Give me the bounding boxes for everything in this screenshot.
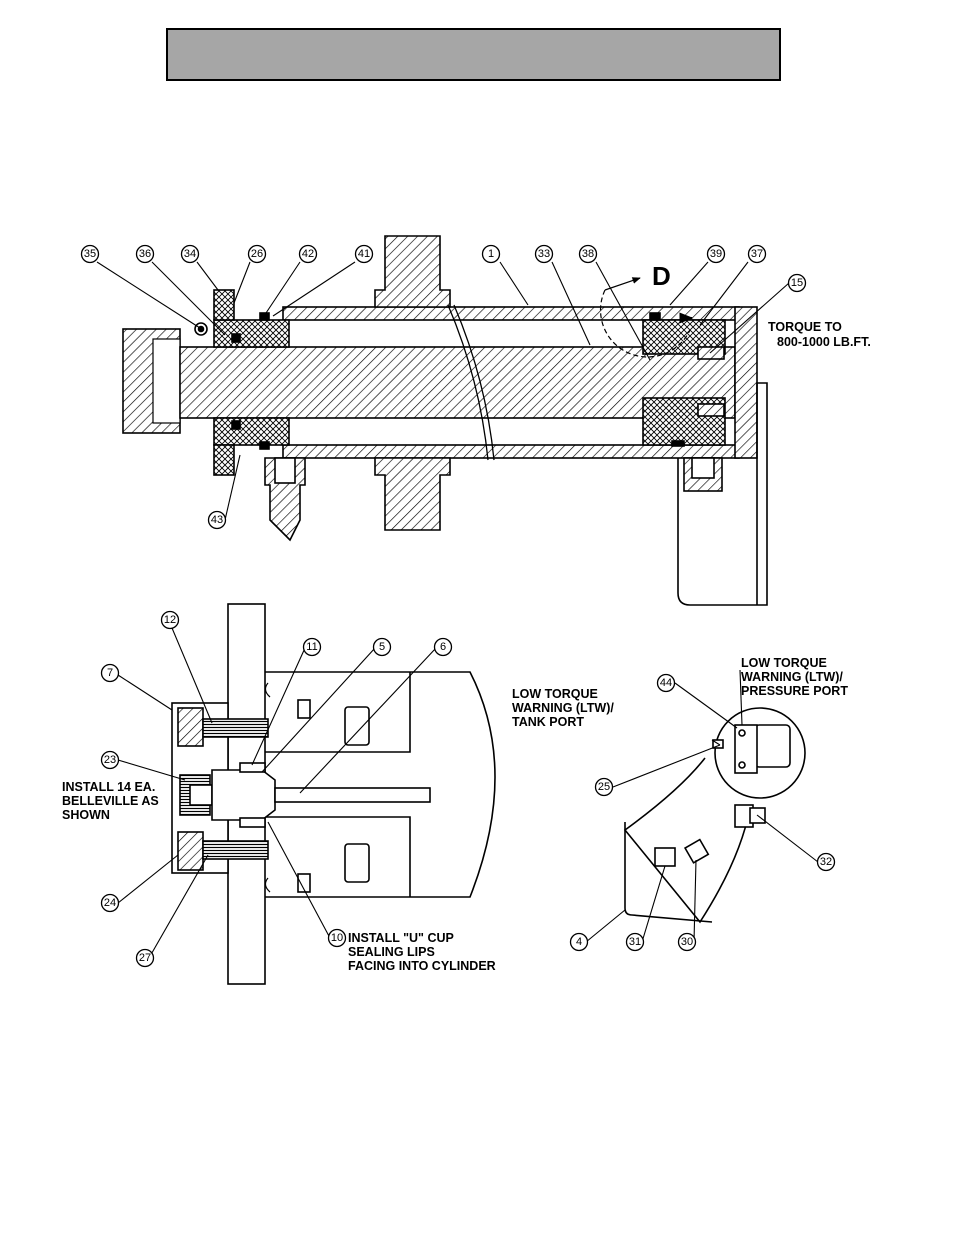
svg-text:11: 11 xyxy=(306,641,317,653)
detail-marker-d: D xyxy=(652,261,671,291)
svg-text:36: 36 xyxy=(139,248,151,260)
svg-text:41: 41 xyxy=(358,248,370,260)
note-ltw-tank-port: LOW TORQUE WARNING (LTW)/ TANK PORT xyxy=(512,687,614,729)
callout-4: 4 xyxy=(569,932,589,952)
svg-text:31: 31 xyxy=(629,936,641,948)
svg-text:43: 43 xyxy=(211,514,223,526)
svg-text:35: 35 xyxy=(84,248,96,260)
svg-text:LOW TORQUE: LOW TORQUE xyxy=(741,656,827,670)
external-view xyxy=(623,707,806,924)
callout-32: 32 xyxy=(816,852,836,872)
svg-text:10: 10 xyxy=(331,932,343,944)
svg-text:BELLEVILLE AS: BELLEVILLE AS xyxy=(62,794,159,808)
trunnion-top xyxy=(374,235,451,308)
svg-text:SHOWN: SHOWN xyxy=(62,808,110,822)
callout-43: 43 xyxy=(207,510,227,530)
svg-text:30: 30 xyxy=(681,936,693,948)
svg-text:TORQUE TO: TORQUE TO xyxy=(768,320,842,334)
callout-38: 38 xyxy=(578,244,598,264)
svg-text:INSTALL "U" CUP: INSTALL "U" CUP xyxy=(348,931,454,945)
callout-41: 41 xyxy=(354,244,374,264)
barrel-bottom-wall xyxy=(282,444,740,459)
callout-33: 33 xyxy=(534,244,554,264)
callout-31: 31 xyxy=(625,932,645,952)
callout-44: 44 xyxy=(656,673,676,693)
callout-35: 35 xyxy=(80,244,100,264)
callout-15: 15 xyxy=(787,273,807,293)
svg-text:26: 26 xyxy=(251,248,263,260)
svg-text:12: 12 xyxy=(164,614,176,626)
svg-text:25: 25 xyxy=(598,781,610,793)
svg-text:FACING INTO CYLINDER: FACING INTO CYLINDER xyxy=(348,959,496,973)
callout-23: 23 xyxy=(100,750,120,770)
svg-text:4: 4 xyxy=(576,936,582,948)
cylinder-section-view xyxy=(122,235,768,606)
callout-36: 36 xyxy=(135,244,155,264)
callout-42: 42 xyxy=(298,244,318,264)
callout-10: 10 xyxy=(327,928,347,948)
callout-34: 34 xyxy=(180,244,200,264)
gland-bottom xyxy=(213,417,290,446)
note-belleville: INSTALL 14 EA. BELLEVILLE AS SHOWN xyxy=(62,780,159,822)
callout-30: 30 xyxy=(677,932,697,952)
svg-text:24: 24 xyxy=(104,897,116,909)
svg-text:23: 23 xyxy=(104,754,116,766)
svg-text:7: 7 xyxy=(107,667,113,679)
svg-text:800-1000 LB.FT.: 800-1000 LB.FT. xyxy=(777,335,871,349)
svg-text:39: 39 xyxy=(710,248,722,260)
note-torque: TORQUE TO 800-1000 LB.FT. xyxy=(768,320,871,349)
svg-text:38: 38 xyxy=(582,248,594,260)
callout-12: 12 xyxy=(160,610,180,630)
callout-5: 5 xyxy=(372,637,392,657)
svg-text:1: 1 xyxy=(488,248,494,260)
trunnion-bottom xyxy=(374,457,451,531)
svg-text:32: 32 xyxy=(820,856,832,868)
callout-24: 24 xyxy=(100,893,120,913)
leader-lines xyxy=(96,261,819,959)
head-assembly-view xyxy=(171,603,496,985)
svg-text:LOW TORQUE: LOW TORQUE xyxy=(512,687,598,701)
svg-text:34: 34 xyxy=(184,248,196,260)
end-cap xyxy=(734,306,758,459)
mounting-bracket xyxy=(677,382,768,606)
callout-27: 27 xyxy=(135,948,155,968)
svg-text:WARNING (LTW)/: WARNING (LTW)/ xyxy=(512,701,614,715)
note-ltw-pressure-port: LOW TORQUE WARNING (LTW)/ PRESSURE PORT xyxy=(741,656,848,698)
svg-text:WARNING (LTW)/: WARNING (LTW)/ xyxy=(741,670,843,684)
header-bar xyxy=(166,28,781,81)
callout-26: 26 xyxy=(247,244,267,264)
svg-text:PRESSURE PORT: PRESSURE PORT xyxy=(741,684,848,698)
callout-7: 7 xyxy=(100,663,120,683)
callout-6: 6 xyxy=(433,637,453,657)
svg-text:INSTALL 14 EA.: INSTALL 14 EA. xyxy=(62,780,155,794)
note-ucup: INSTALL "U" CUP SEALING LIPS FACING INTO… xyxy=(348,931,496,973)
callout-25: 25 xyxy=(594,777,614,797)
callout-1: 1 xyxy=(481,244,501,264)
callout-11: 11 xyxy=(302,637,322,657)
svg-text:SEALING LIPS: SEALING LIPS xyxy=(348,945,435,959)
svg-text:5: 5 xyxy=(379,641,385,653)
barrel-top-wall xyxy=(282,306,740,321)
callout-39: 39 xyxy=(706,244,726,264)
svg-text:27: 27 xyxy=(139,952,151,964)
svg-text:TANK PORT: TANK PORT xyxy=(512,715,584,729)
svg-text:6: 6 xyxy=(440,641,446,653)
gland-top xyxy=(213,319,290,348)
svg-text:44: 44 xyxy=(660,677,672,689)
svg-text:15: 15 xyxy=(791,277,803,289)
svg-text:37: 37 xyxy=(751,248,763,260)
callout-37: 37 xyxy=(747,244,767,264)
svg-text:33: 33 xyxy=(538,248,550,260)
svg-text:42: 42 xyxy=(302,248,314,260)
